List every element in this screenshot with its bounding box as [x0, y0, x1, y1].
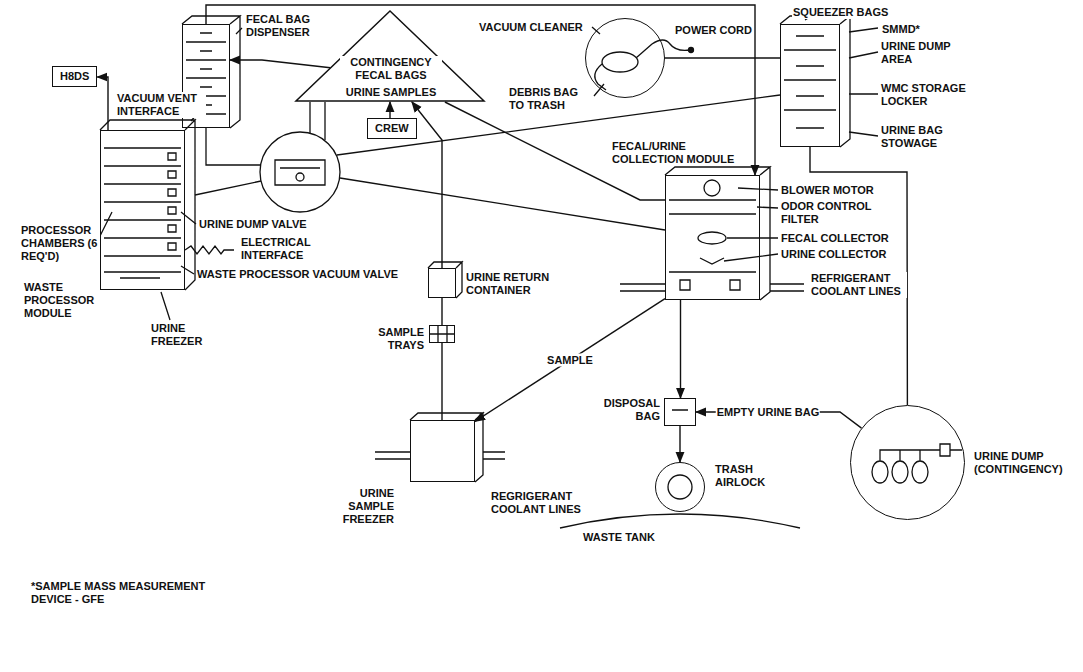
callout-label: BLOWER MOTOR — [780, 184, 875, 197]
power-plug — [689, 48, 694, 53]
container-drawings — [410, 262, 688, 482]
callout-label: URINE DUMP AREA — [880, 40, 967, 66]
connector-line — [230, 60, 330, 68]
waste-tank-outline — [560, 514, 800, 528]
callout-label: *SAMPLE MASS MEASUREMENT DEVICE - GFE — [30, 580, 222, 606]
node-label: CONTINGENCY FECAL BAGS — [340, 56, 442, 82]
connector-line — [679, 426, 680, 462]
crew-box: CREW — [367, 118, 417, 139]
node-label: FECAL BAG DISPENSER — [245, 13, 327, 39]
node-label: SMMD* — [881, 23, 921, 36]
connector-label: EMPTY URINE BAG — [716, 406, 820, 419]
collection-module: FECAL/URINE COLLECTION MODULE — [665, 175, 760, 300]
processor-module: WASTE PROCESSOR MODULE — [100, 130, 185, 290]
toilet-seat-detail — [275, 160, 325, 185]
callout-label: VACUUM VENT INTERFACE — [116, 92, 206, 118]
callout-label: WASTE PROCESSOR VACUUM VALVE — [196, 268, 399, 281]
urine-dump-detail — [872, 444, 962, 483]
connector-line — [680, 300, 681, 398]
callout-label: WMC STORAGE LOCKER — [880, 82, 977, 108]
callout-label: REFRIGERANT COOLANT LINES — [810, 272, 907, 298]
connector-line — [97, 77, 108, 130]
airlock-hatch — [668, 475, 692, 499]
waste-processor-drawing — [100, 120, 195, 290]
callout-label: URINE FREEZER — [150, 322, 222, 348]
connector-line — [441, 343, 442, 420]
sample-freezer: URINE SAMPLE FREEZER — [410, 420, 475, 482]
node-label: URINE SAMPLE FREEZER — [323, 487, 395, 526]
node-label: WASTE PROCESSOR MODULE — [23, 281, 97, 320]
coolant-lines — [375, 284, 804, 459]
vacuum-cleaner-drawing — [595, 40, 690, 90]
seat-knob — [296, 173, 304, 181]
node-label: FECAL/URINE COLLECTION MODULE — [611, 140, 748, 166]
node-label: URINE DUMP (CONTINGENCY) — [973, 450, 1075, 476]
leader-lines — [99, 17, 878, 320]
callout-label: ODOR CONTROL FILTER — [780, 200, 877, 226]
connector-line — [389, 102, 390, 118]
vacuum-cleaner: VACUUM CLEANER — [585, 18, 665, 98]
storage-locker-drawing — [780, 16, 850, 147]
return-container: URINE RETURN CONTAINER — [428, 268, 456, 298]
callout-label: URINE BAG STOWAGE — [880, 124, 967, 150]
node-label: URINE SAMPLES — [330, 86, 452, 99]
node-label: TRASH AIRLOCK — [714, 463, 780, 489]
connector-line — [665, 57, 780, 58]
collection-module-drawing — [665, 167, 770, 300]
disposal-bag: DISPOSAL BAG — [664, 398, 696, 426]
node-label: DISPOSAL BAG — [595, 397, 661, 423]
connector-line — [206, 5, 755, 175]
callout-label: WASTE TANK — [582, 531, 656, 544]
connector-label: SAMPLE — [546, 354, 594, 367]
electrical-interface-cable — [185, 246, 234, 254]
urine-dump-view: URINE DUMP (CONTINGENCY) — [850, 405, 965, 520]
callout-label: ELECTRICAL INTERFACE — [240, 236, 334, 262]
equipment-drawing — [99, 16, 962, 528]
node-label: VACUUM CLEANER — [478, 21, 584, 34]
node-label: URINE RETURN CONTAINER — [465, 271, 557, 297]
callout-label: SQUEEZER BAGS — [792, 6, 889, 19]
sample-trays: SAMPLE TRAYS — [429, 325, 455, 343]
routing-lines — [195, 95, 780, 230]
callout-label: REGRIGERANT COOLANT LINES — [490, 490, 587, 516]
storage-locker: SMMD* — [780, 24, 840, 147]
callout-label: FECAL COLLECTOR — [780, 232, 890, 245]
toilet-seat-panel — [260, 132, 340, 212]
trash-airlock: TRASH AIRLOCK — [655, 462, 705, 512]
connector-line — [441, 298, 442, 325]
callout-label: URINE COLLECTOR — [780, 248, 888, 261]
node-label: SAMPLE TRAYS — [368, 326, 425, 352]
callout-label: URINE DUMP VALVE — [198, 218, 308, 231]
callout-label: DEBRIS BAG TO TRASH — [508, 86, 592, 112]
system-box: H8DS — [52, 66, 97, 87]
triangle-shape — [296, 11, 484, 101]
callout-label: PROCESSOR CHAMBERS (6 REQ'D) — [20, 224, 100, 263]
node-label: CREW — [374, 122, 410, 135]
node-label: H8DS — [59, 70, 90, 83]
callout-label: POWER CORD — [674, 24, 753, 37]
